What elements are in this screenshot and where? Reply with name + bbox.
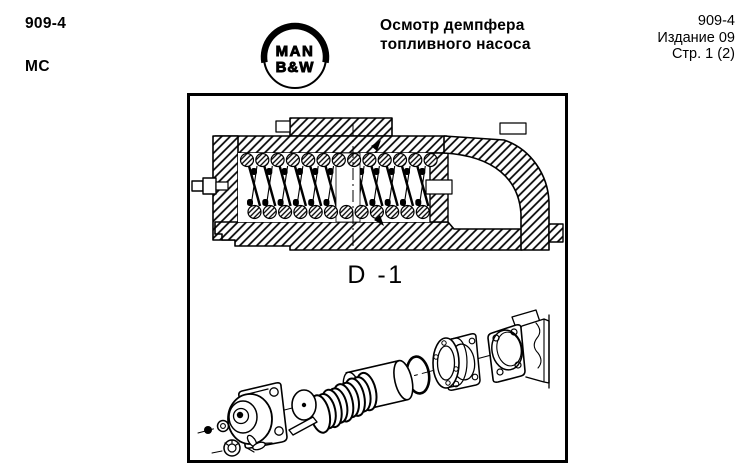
castle-nut xyxy=(211,439,241,457)
adjusting-bolt xyxy=(191,177,229,195)
page-number-label: Стр. 1 (2) xyxy=(671,46,735,62)
piston-slot xyxy=(425,179,453,195)
outer-spring-coils xyxy=(239,152,438,220)
pointer-arrow-top xyxy=(371,140,381,151)
flange-ring xyxy=(432,337,468,389)
housing-bore xyxy=(491,329,523,371)
cotter-pin xyxy=(246,434,266,453)
end-cap xyxy=(227,388,273,445)
disc-center-dot xyxy=(301,402,307,408)
doc-number-right: 909-4 xyxy=(697,13,735,29)
title-line-1: Осмотр демпфера xyxy=(380,17,525,34)
damper-exploded-view-drawing xyxy=(197,309,550,457)
top-block-nub xyxy=(275,120,291,133)
logo-text-man: MAN xyxy=(276,43,315,60)
bottom-wall xyxy=(214,221,523,251)
pointer-arrow-bottom xyxy=(374,215,384,226)
elbow-housing xyxy=(443,135,550,251)
washer-hole xyxy=(220,423,226,429)
elbow-tab xyxy=(499,122,527,135)
page-title: Осмотр демпфера топливного насоса xyxy=(380,17,531,54)
edition-label: Издание 09 xyxy=(657,29,735,46)
top-wall xyxy=(214,135,448,154)
housing-flange xyxy=(487,324,526,383)
title-line-2: топливного насоса xyxy=(380,35,531,53)
man-bw-logo-icon: MAN B&W xyxy=(260,22,330,89)
top-block xyxy=(289,117,393,137)
elbow-foot xyxy=(548,223,564,243)
logo-text-bw: B&W xyxy=(276,59,315,76)
exploded-spring xyxy=(308,371,378,434)
doc-info-block: 909-4 Издание 09 Стр. 1 (2) xyxy=(657,13,735,63)
ball xyxy=(204,426,212,434)
section-label: D -1 xyxy=(347,261,404,289)
engine-type-label: MC xyxy=(25,58,51,75)
housing-body xyxy=(521,314,550,389)
damper-cross-section-drawing: D -1 xyxy=(191,117,564,289)
washer xyxy=(216,419,230,433)
pin xyxy=(288,416,318,436)
doc-number-left: 909-4 xyxy=(25,15,67,32)
figure-box: D -1 xyxy=(187,93,568,463)
